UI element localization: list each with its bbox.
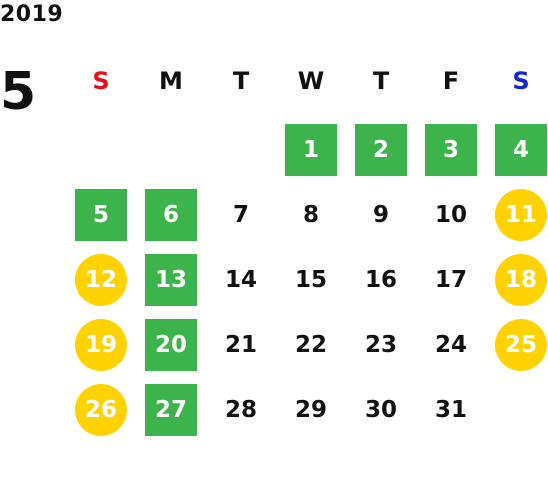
day-12[interactable]: 12 bbox=[75, 254, 127, 306]
day-14[interactable]: 14 bbox=[224, 267, 257, 293]
day-9[interactable]: 9 bbox=[372, 202, 389, 228]
day-25[interactable]: 25 bbox=[495, 319, 547, 371]
weekday-thu: T bbox=[372, 67, 390, 95]
day-13[interactable]: 13 bbox=[145, 254, 197, 306]
weekday-sun: S bbox=[92, 67, 110, 95]
year-label: 2019 bbox=[0, 2, 64, 27]
day-21[interactable]: 21 bbox=[224, 332, 257, 358]
day-11[interactable]: 11 bbox=[495, 189, 547, 241]
day-22[interactable]: 22 bbox=[294, 332, 327, 358]
day-3[interactable]: 3 bbox=[425, 124, 477, 176]
day-6[interactable]: 6 bbox=[145, 189, 197, 241]
weekday-sat: S bbox=[512, 67, 530, 95]
weekday-wed: W bbox=[297, 67, 325, 95]
day-20[interactable]: 20 bbox=[145, 319, 197, 371]
day-18[interactable]: 18 bbox=[495, 254, 547, 306]
day-30[interactable]: 30 bbox=[364, 397, 397, 423]
day-15[interactable]: 15 bbox=[294, 267, 327, 293]
day-16[interactable]: 16 bbox=[364, 267, 397, 293]
day-8[interactable]: 8 bbox=[302, 202, 319, 228]
day-1[interactable]: 1 bbox=[285, 124, 337, 176]
weekday-fri: F bbox=[442, 67, 460, 95]
day-29[interactable]: 29 bbox=[294, 397, 327, 423]
day-4[interactable]: 4 bbox=[495, 124, 547, 176]
day-24[interactable]: 24 bbox=[434, 332, 467, 358]
day-2[interactable]: 2 bbox=[355, 124, 407, 176]
day-27[interactable]: 27 bbox=[145, 384, 197, 436]
day-10[interactable]: 10 bbox=[434, 202, 467, 228]
day-28[interactable]: 28 bbox=[224, 397, 257, 423]
month-number: 5 bbox=[0, 62, 37, 122]
weekday-tue: T bbox=[232, 67, 250, 95]
day-7[interactable]: 7 bbox=[232, 202, 249, 228]
day-19[interactable]: 19 bbox=[75, 319, 127, 371]
day-5[interactable]: 5 bbox=[75, 189, 127, 241]
day-23[interactable]: 23 bbox=[364, 332, 397, 358]
day-26[interactable]: 26 bbox=[75, 384, 127, 436]
weekday-mon: M bbox=[159, 67, 183, 95]
day-31[interactable]: 31 bbox=[434, 397, 467, 423]
day-17[interactable]: 17 bbox=[434, 267, 467, 293]
